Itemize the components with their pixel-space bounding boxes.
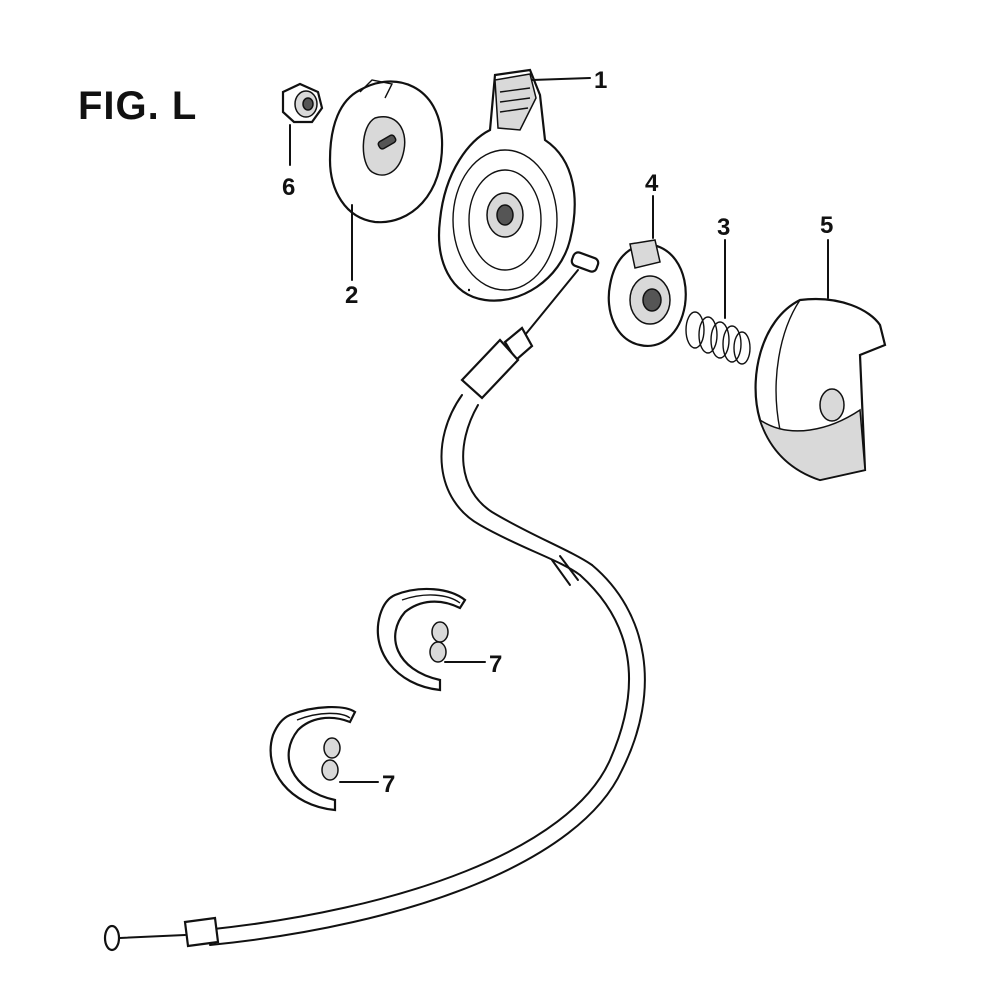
- throttle-cable: [103, 251, 646, 952]
- callout-5: 5: [820, 212, 833, 239]
- callout-1: 1: [594, 67, 607, 94]
- part-3-spring: [685, 239, 751, 365]
- callout-7-upper: 7: [489, 651, 502, 678]
- part-2-cover-plate: [328, 79, 444, 281]
- callout-7-lower: 7: [382, 771, 395, 798]
- figure-title: FIG. L: [78, 84, 198, 128]
- callout-6: 6: [282, 174, 295, 201]
- callout-2: 2: [345, 282, 358, 309]
- part-5-outer-cover: [754, 239, 887, 482]
- part-7-clip-upper: [376, 587, 486, 692]
- callout-3: 3: [717, 214, 730, 241]
- part-1-lever-housing: [438, 68, 591, 302]
- part-4-cam: [607, 195, 687, 348]
- part-7-clip-lower: [269, 705, 379, 812]
- part-6-nut: [281, 82, 324, 166]
- callout-4: 4: [645, 170, 659, 197]
